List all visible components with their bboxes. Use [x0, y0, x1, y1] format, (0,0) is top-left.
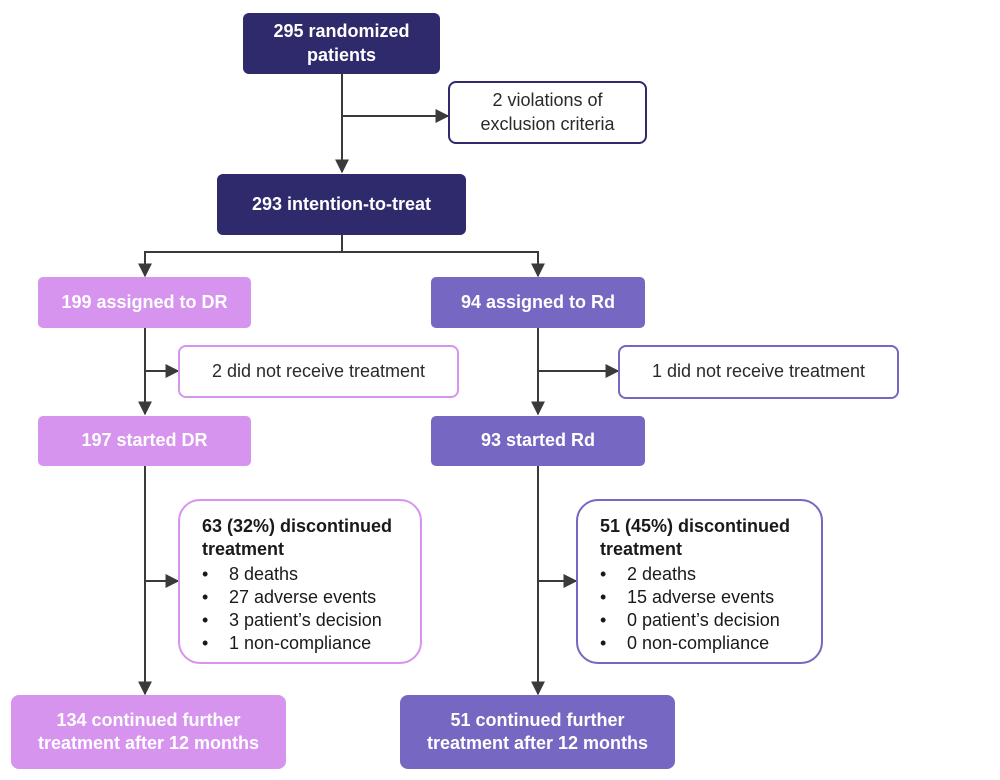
rd-assigned-box: 94 assigned to Rd	[431, 277, 645, 328]
list-item: •2 deaths	[600, 564, 697, 585]
rd-no-treatment-label: 1 did not receive treatment	[651, 361, 866, 382]
dr-no-treatment-label: 2 did not receive treatment	[211, 360, 426, 381]
rd-discontinued-title-line-2: treatment	[600, 539, 683, 560]
list-item: •0 patient’s decision	[600, 610, 780, 631]
list-item: •8 deaths	[202, 564, 299, 585]
rd-continued-box: 51 continued further treatment after 12 …	[400, 695, 675, 769]
dr-continued-box: 134 continued further treatment after 12…	[11, 695, 286, 769]
list-item: •1 non-compliance	[202, 633, 372, 654]
rd-discontinued-title-line-1: 51 (45%) discontinued	[600, 516, 791, 536]
rd-started-label: 93 started Rd	[480, 430, 596, 451]
dr-discontinued-title-line-1: 63 (32%) discontinued	[202, 516, 393, 536]
split-line-itt	[138, 235, 343, 278]
split-line-itt-right	[342, 251, 545, 278]
rd-continued-line-2: treatment after 12 months	[426, 733, 649, 753]
rd-assigned-label: 94 assigned to Rd	[460, 291, 616, 312]
dr-assigned-box: 199 assigned to DR	[38, 277, 251, 328]
dr-discontinued-title-line-2: treatment	[202, 539, 285, 560]
rd-discontinued-box: 51 (45%) discontinued treatment •2 death…	[576, 499, 823, 664]
itt-label: 293 intention-to-treat	[251, 193, 431, 214]
dr-discontinued-box: 63 (32%) discontinued treatment •8 death…	[178, 499, 422, 664]
randomized-line-2: patients	[306, 44, 376, 65]
dr-started-box: 197 started DR	[38, 416, 251, 466]
violations-line-2: exclusion criteria	[480, 113, 615, 134]
rd-started-box: 93 started Rd	[431, 416, 645, 466]
list-item: •15 adverse events	[600, 587, 775, 608]
list-item: •27 adverse events	[202, 587, 377, 608]
rd-no-treatment-box: 1 did not receive treatment	[618, 345, 899, 399]
randomized-line-1: 295 randomized	[273, 21, 410, 42]
list-item: •0 non-compliance	[600, 633, 770, 654]
dr-continued-line-2: treatment after 12 months	[37, 733, 260, 753]
dr-assigned-label: 199 assigned to DR	[61, 291, 228, 312]
violations-box: 2 violations of exclusion criteria	[448, 81, 647, 144]
list-item: •3 patient’s decision	[202, 610, 382, 631]
violations-line-1: 2 violations of	[492, 90, 603, 111]
rd-continued-line-1: 51 continued further	[450, 709, 625, 730]
dr-no-treatment-box: 2 did not receive treatment	[178, 345, 459, 398]
dr-continued-line-1: 134 continued further	[56, 709, 241, 730]
dr-discontinued-title: 63 (32%) discontinued treatment	[202, 515, 400, 561]
randomized-patients-box: 295 randomized patients	[243, 13, 440, 74]
intention-to-treat-box: 293 intention-to-treat	[217, 174, 466, 235]
rd-discontinued-title: 51 (45%) discontinued treatment	[600, 515, 801, 561]
dr-discontinued-reasons: •8 deaths •27 adverse events •3 patient’…	[202, 563, 400, 655]
rd-discontinued-reasons: •2 deaths •15 adverse events •0 patient’…	[600, 563, 801, 655]
dr-started-label: 197 started DR	[81, 430, 208, 451]
